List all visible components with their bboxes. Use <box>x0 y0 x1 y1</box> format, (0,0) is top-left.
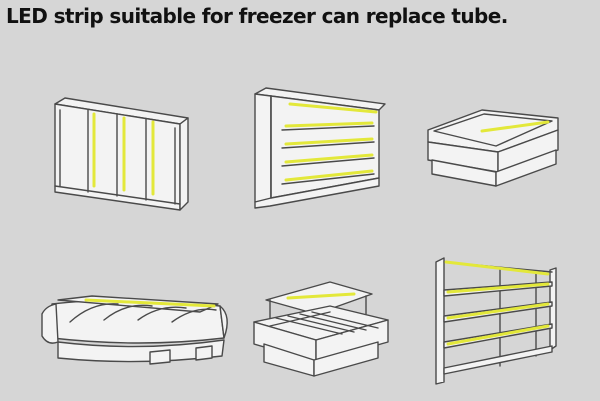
curved-serve-over-counter-icon <box>41 295 228 365</box>
island-chest-freezer-icon <box>427 109 559 187</box>
gondola-shelving-icon <box>435 257 557 385</box>
page-title: LED strip suitable for freezer can repla… <box>6 4 508 28</box>
open-multideck-fridge-icon <box>254 87 386 209</box>
upright-freezer-glass-doors-icon <box>54 97 189 211</box>
salad-bar-counter-icon <box>253 281 389 377</box>
